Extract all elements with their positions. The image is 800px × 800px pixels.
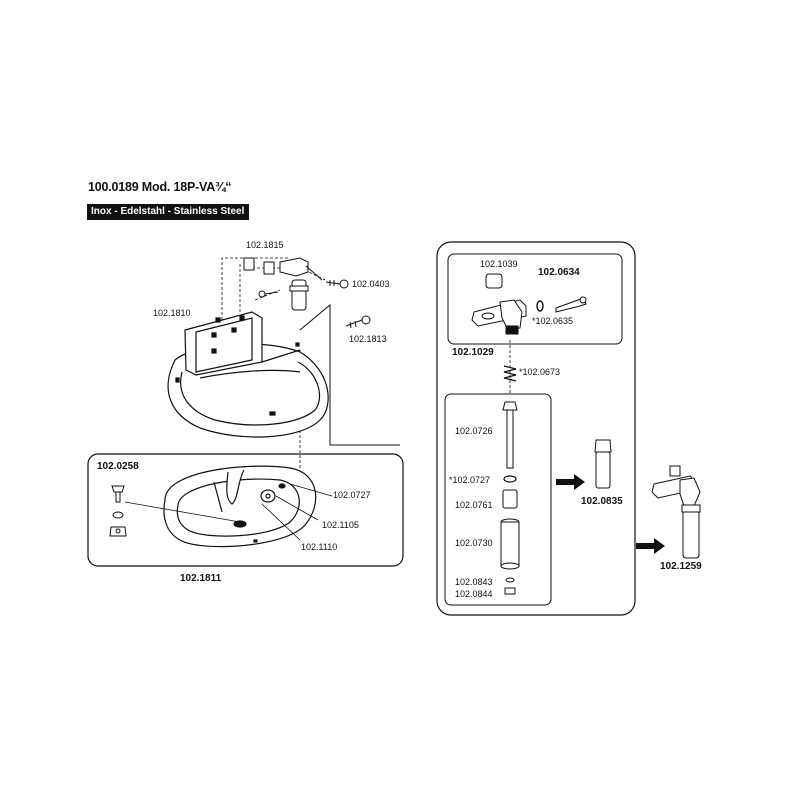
part-label: 102.0730: [455, 538, 493, 548]
insert-tray: [163, 465, 317, 548]
part-label: 102.0843: [455, 577, 493, 587]
part-label-bold: 102.0258: [97, 461, 139, 472]
assembly-1259: [651, 465, 701, 559]
tube-0730: [500, 518, 520, 570]
part-label: 102.1110: [301, 542, 338, 552]
washer-0843: [505, 577, 515, 583]
part-label: 102.1815: [246, 240, 284, 250]
part-label: *102.0727: [449, 475, 491, 485]
part-label-bold: 102.1811: [180, 573, 222, 584]
valve-head-box: [447, 253, 623, 345]
screw-0635: [555, 296, 587, 313]
valve-panel: [436, 241, 636, 616]
part-label: 102.0844: [455, 589, 493, 599]
screw-0403: [325, 279, 349, 289]
insert-box: [87, 453, 404, 567]
part-label: 102.1810: [153, 308, 191, 318]
part-label-bold: 102.1259: [660, 561, 702, 572]
assembly-0835: [594, 439, 612, 489]
screw-1813: [345, 315, 371, 329]
nut-0844: [504, 587, 516, 595]
spring-0673: [503, 365, 517, 382]
bracket-valve-top: [243, 257, 323, 311]
part-label: 102.1813: [349, 334, 387, 344]
bush-0761: [502, 489, 518, 509]
ring-0634: [536, 300, 544, 312]
part-label: 102.0403: [352, 279, 390, 289]
diagram-title: 100.0189 Mod. 18P-VA¾“: [88, 180, 232, 194]
insert-leader-lines: [124, 483, 333, 541]
part-label-bold: 102.0634: [538, 267, 580, 278]
valve-head-1029: [471, 273, 527, 335]
part-label: 102.0727: [333, 490, 371, 500]
oring-0727: [503, 475, 517, 483]
pin-0726: [502, 401, 518, 469]
part-label: 102.1105: [322, 520, 359, 530]
bowl-assembly: [167, 257, 329, 470]
part-label: 102.0761: [455, 500, 493, 510]
screw-small: [258, 290, 279, 298]
material-band: Inox - Edelstahl - Stainless Steel: [87, 204, 250, 220]
part-label: *102.0635: [532, 316, 574, 326]
part-label-bold: 102.0835: [581, 496, 623, 507]
valve-internals-box: [444, 393, 552, 606]
insert-0258: [109, 485, 127, 537]
part-label: *102.0673: [519, 367, 561, 377]
part-label: 102.1039: [480, 259, 518, 269]
arrows: [556, 474, 665, 554]
part-label: 102.0726: [455, 426, 493, 436]
part-label-bold: 102.1029: [452, 347, 494, 358]
